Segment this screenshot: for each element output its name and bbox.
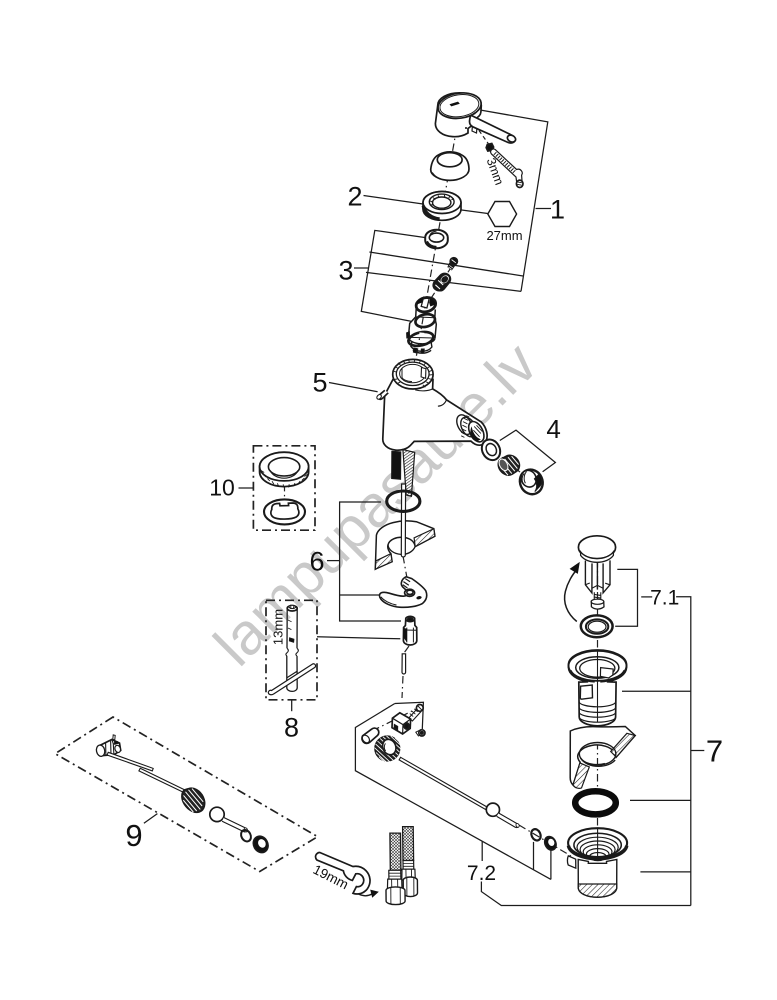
svg-text:7.2: 7.2: [467, 862, 496, 885]
svg-text:2: 2: [347, 182, 362, 212]
svg-text:8: 8: [284, 713, 299, 743]
svg-text:3: 3: [338, 256, 353, 286]
svg-text:7.1: 7.1: [650, 587, 679, 610]
svg-text:27mm: 27mm: [486, 228, 522, 243]
svg-text:6: 6: [309, 547, 324, 577]
svg-text:9: 9: [125, 818, 142, 853]
svg-text:13mm: 13mm: [271, 609, 286, 645]
svg-text:1: 1: [550, 195, 565, 225]
svg-text:4: 4: [546, 414, 560, 444]
svg-text:10: 10: [209, 475, 235, 501]
svg-text:7: 7: [706, 734, 723, 769]
svg-text:5: 5: [312, 368, 327, 398]
